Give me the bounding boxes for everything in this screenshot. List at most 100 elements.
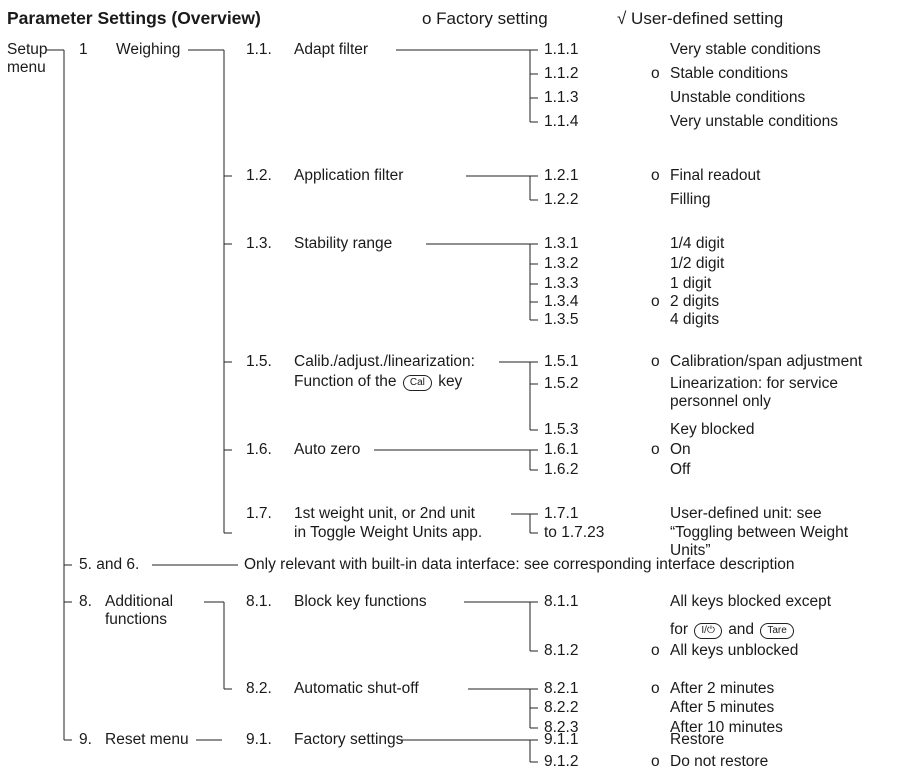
option-label: 1 digit <box>670 275 712 292</box>
submenu-1-6-label: Auto zero <box>294 441 361 458</box>
option-label: Key blocked <box>670 421 755 438</box>
option-label: “Toggling between Weight <box>670 524 849 541</box>
menu-8-number: 8. <box>79 593 92 610</box>
option-label: Very unstable conditions <box>670 113 839 130</box>
menu-8-label-line2: functions <box>105 611 168 628</box>
option-code: 1.3.5 <box>544 311 579 328</box>
submenu-8-1-number: 8.1. <box>246 593 272 610</box>
factory-setting-marker: o <box>651 441 660 458</box>
submenu-1-3-number: 1.3. <box>246 235 272 252</box>
option-code: 8.2.3 <box>544 719 579 736</box>
option-label: 1/2 digit <box>670 255 725 272</box>
legend-factory: o Factory setting <box>422 9 548 28</box>
submenu-1-7-label: 1st weight unit, or 2nd unit <box>294 505 475 522</box>
keys-note-mid: and <box>728 621 755 638</box>
option-label: On <box>670 441 691 458</box>
menu-8-label-line1: Additional <box>105 593 174 610</box>
submenu-8-2-number: 8.2. <box>246 680 272 697</box>
option-label: Final readout <box>670 167 761 184</box>
option-code: 1.1.4 <box>544 113 579 130</box>
option-label: After 5 minutes <box>670 699 775 716</box>
submenu-1-2-label: Application filter <box>294 167 404 184</box>
option-code: 1.5.2 <box>544 375 579 392</box>
option-code: 9.1.1 <box>544 731 579 748</box>
option-code: 1.5.1 <box>544 353 579 370</box>
option-label: User-defined unit: see <box>670 505 822 522</box>
submenu-1-1-label: Adapt filter <box>294 41 369 58</box>
root-setup: Setup <box>7 41 48 58</box>
option-label: Do not restore <box>670 753 769 770</box>
option-code: 1.6.1 <box>544 441 579 458</box>
option-label: After 2 minutes <box>670 680 775 697</box>
power-key-icon: I/⏻ <box>694 623 722 639</box>
option-code: 1.6.2 <box>544 461 579 478</box>
option-label: Very stable conditions <box>670 41 821 58</box>
cal-key-icon: Cal <box>402 375 432 391</box>
option-label: Unstable conditions <box>670 89 806 106</box>
submenu-1-1-number: 1.1. <box>246 41 272 58</box>
menu-5-6-number: 5. and 6. <box>79 556 140 573</box>
submenu-1-7-line2: in Toggle Weight Units app. <box>294 524 483 541</box>
option-code: 1.7.1 <box>544 505 579 522</box>
menu-1-number: 1 <box>79 41 88 58</box>
submenu-8-2-label: Automatic shut-off <box>294 680 419 697</box>
legend-user-defined: √ User-defined setting <box>617 9 784 28</box>
submenu-1-2-number: 1.2. <box>246 167 272 184</box>
option-code: 8.1.1 <box>544 593 579 610</box>
factory-setting-marker: o <box>651 293 660 310</box>
factory-setting-marker: o <box>651 65 660 82</box>
submenu-1-5-number: 1.5. <box>246 353 272 370</box>
option-label: 2 digits <box>670 293 720 310</box>
menu-1-label: Weighing <box>116 41 181 58</box>
option-code: 8.1.2 <box>544 642 579 659</box>
option-code: 1.1.2 <box>544 65 579 82</box>
submenu-1-3-label: Stability range <box>294 235 393 252</box>
option-label: Off <box>670 461 691 478</box>
menu-9-number: 9. <box>79 731 92 748</box>
option-label: Filling <box>670 191 711 208</box>
menu-5-6-description: Only relevant with built-in data interfa… <box>244 556 795 573</box>
option-label: After 10 minutes <box>670 719 783 736</box>
option-code: 8.2.1 <box>544 680 579 697</box>
factory-setting-marker: o <box>651 167 660 184</box>
submenu-1-5-line2: Function of the Cal key <box>294 373 462 391</box>
root-menu: menu <box>7 59 46 76</box>
submenu-8-1-label: Block key functions <box>294 593 427 610</box>
submenu-1-7-number: 1.7. <box>246 505 272 522</box>
option-code: 1.3.3 <box>544 275 579 292</box>
option-label: Stable conditions <box>670 65 789 82</box>
submenu-9-1-label: Factory settings <box>294 731 404 748</box>
option-label: Linearization: for service <box>670 375 838 392</box>
factory-setting-marker: o <box>651 353 660 370</box>
option-code: to 1.7.23 <box>544 524 605 541</box>
option-label: Restore <box>670 731 725 748</box>
submenu-1-5-label: Calib./adjust./linearization: <box>294 353 475 370</box>
option-code: 1.3.4 <box>544 293 579 310</box>
option-label: All keys blocked except <box>670 593 832 610</box>
option-code: 1.3.1 <box>544 235 579 252</box>
option-label: Calibration/span adjustment <box>670 353 863 370</box>
submenu-9-1-number: 9.1. <box>246 731 272 748</box>
tare-key-icon: Tare <box>760 623 794 639</box>
submenu-1-6-number: 1.6. <box>246 441 272 458</box>
submenu-1-5-line2-post: key <box>438 373 463 390</box>
factory-setting-marker: o <box>651 642 660 659</box>
option-label: Units” <box>670 542 711 559</box>
option-code: 9.1.2 <box>544 753 579 770</box>
keys-note: for I/⏻ and Tare <box>670 621 796 639</box>
option-label: All keys unblocked <box>670 642 799 659</box>
option-label: 4 digits <box>670 311 720 328</box>
keys-note-pre: for <box>670 621 689 638</box>
option-code: 1.1.1 <box>544 41 579 58</box>
menu-9-label: Reset menu <box>105 731 189 748</box>
option-code: 1.3.2 <box>544 255 579 272</box>
option-label: personnel only <box>670 393 771 410</box>
option-label: 1/4 digit <box>670 235 725 252</box>
option-code: 1.2.2 <box>544 191 579 208</box>
factory-setting-marker: o <box>651 753 660 770</box>
option-code: 1.1.3 <box>544 89 579 106</box>
option-code: 8.2.2 <box>544 699 579 716</box>
option-code: 1.2.1 <box>544 167 579 184</box>
factory-setting-marker: o <box>651 680 660 697</box>
